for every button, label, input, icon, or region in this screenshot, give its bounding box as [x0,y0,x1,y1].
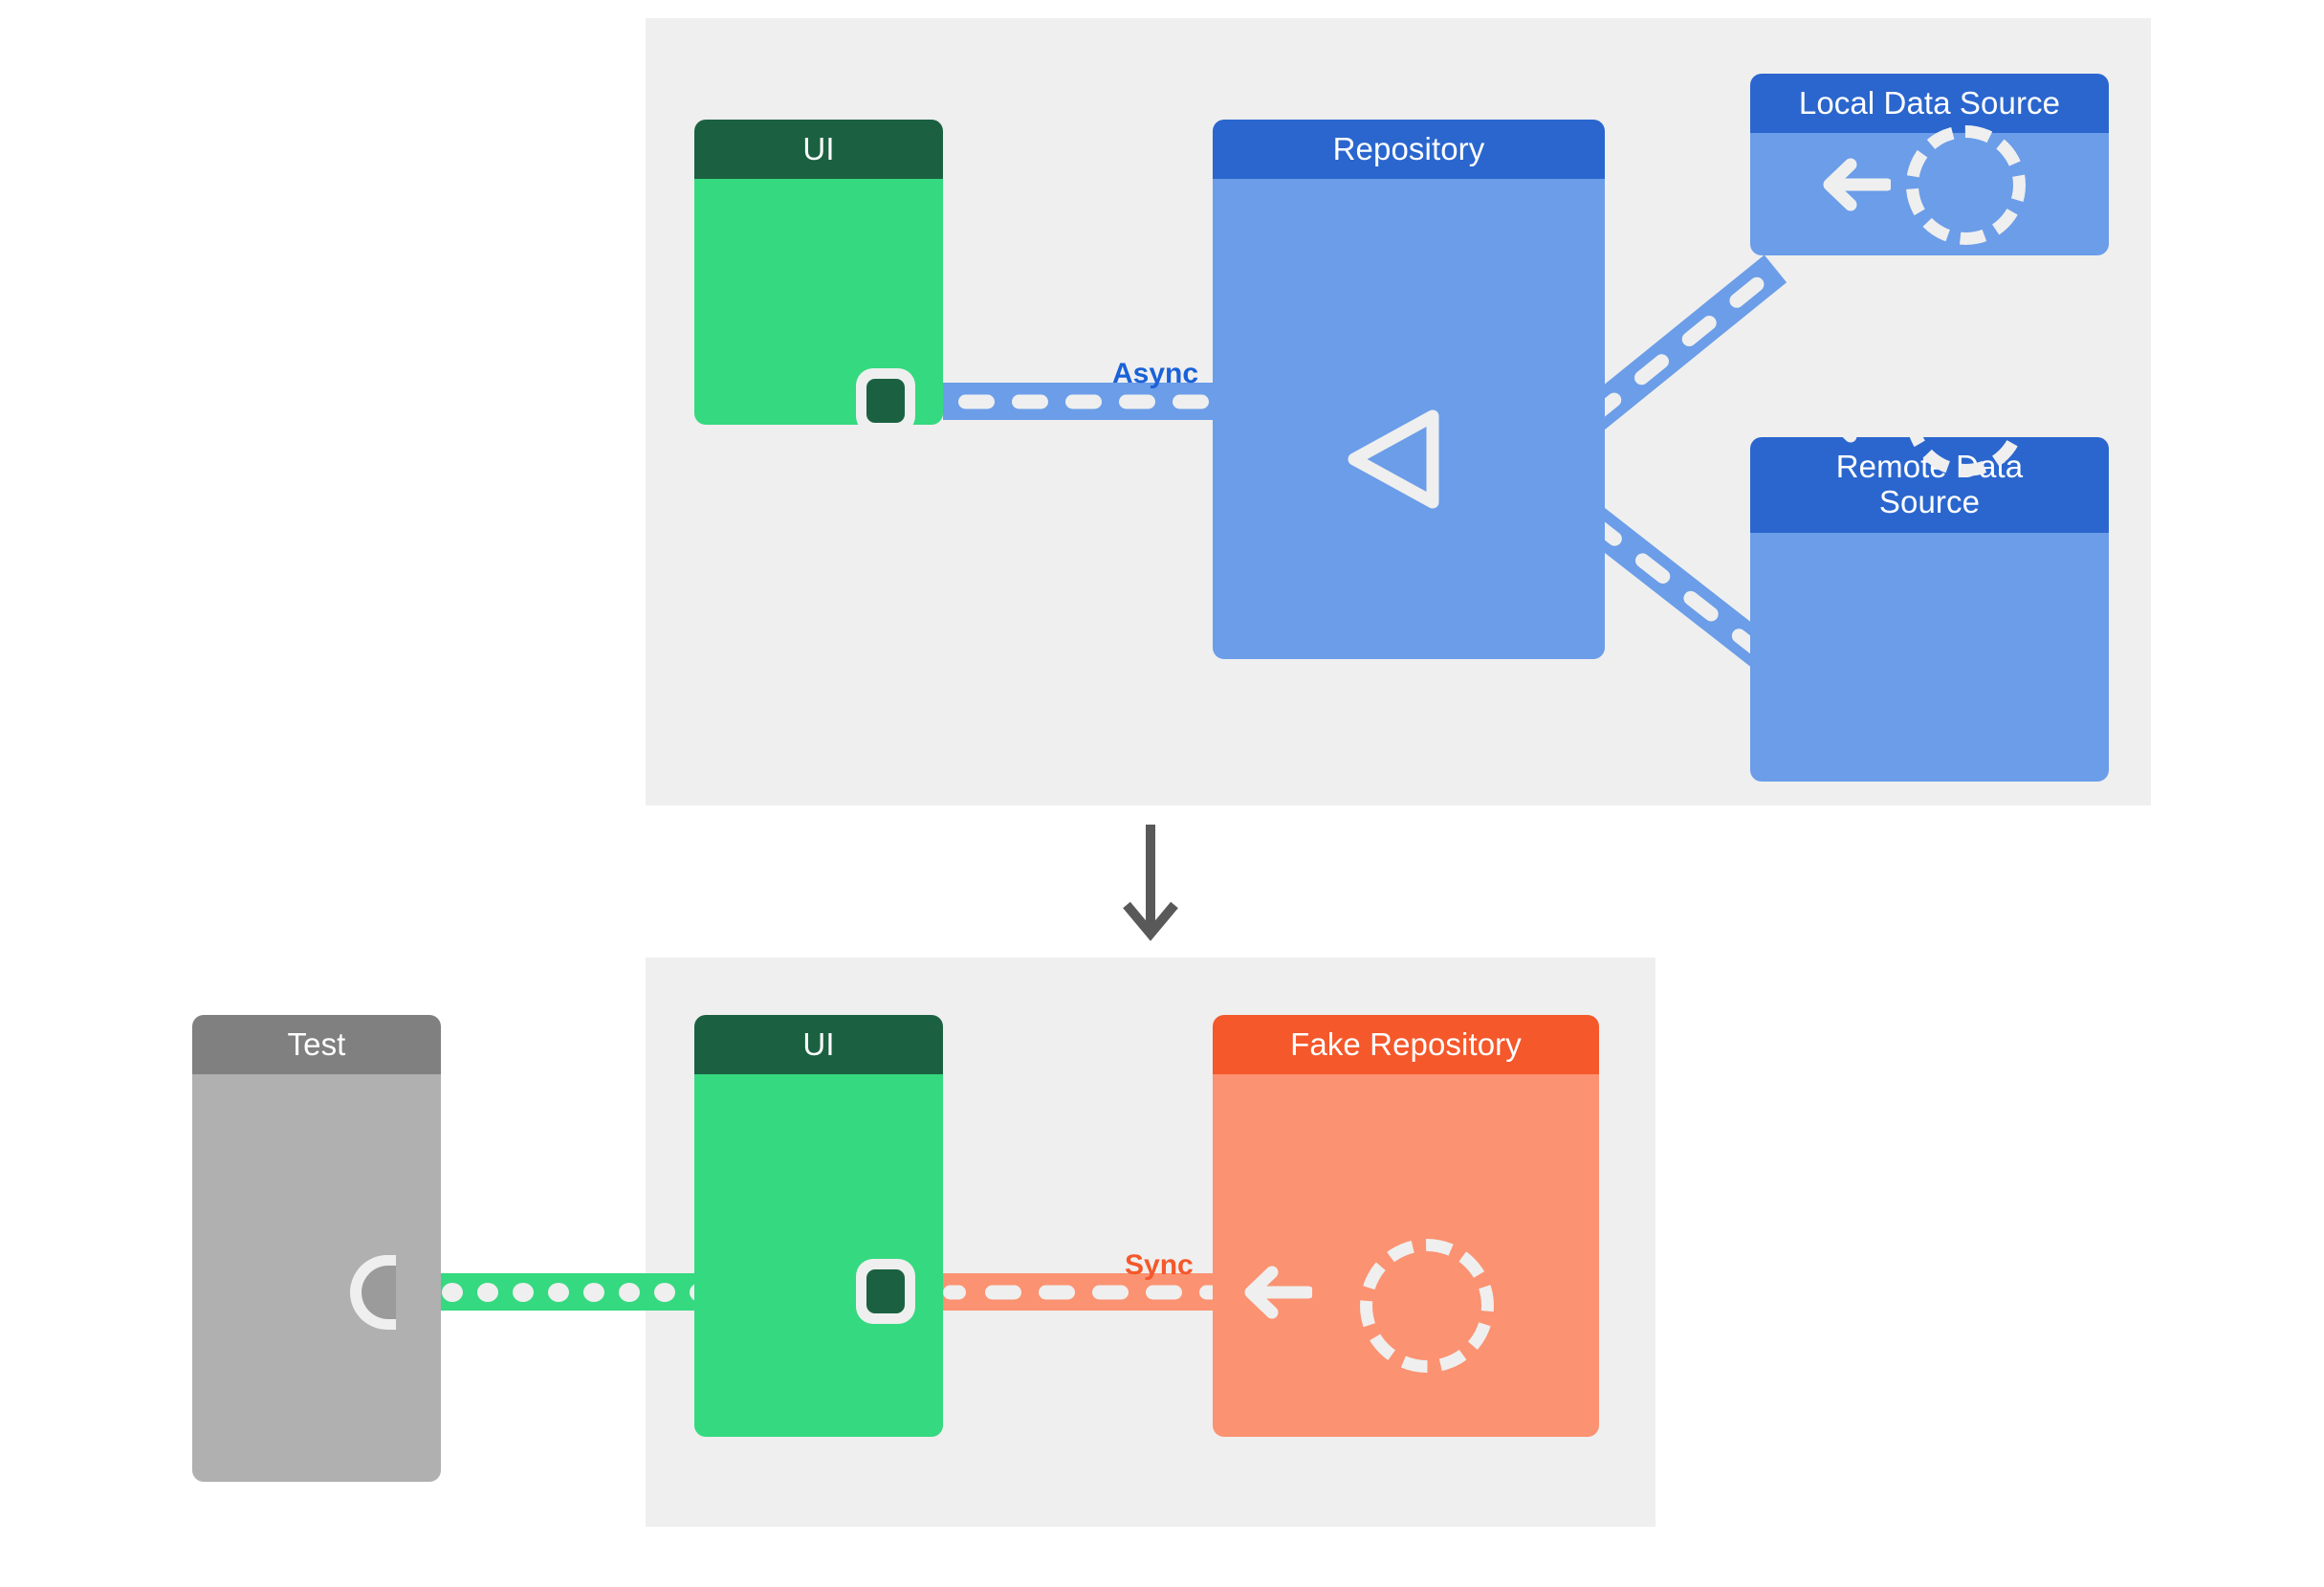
provided-interface-plug-icon [856,1259,915,1324]
component-ui-test[interactable]: UI [694,1015,943,1437]
component-title-line-2: Source [1878,484,1981,519]
provided-interface-plug-icon [856,368,915,433]
arrow-left-icon [1823,158,1891,211]
dashed-circle-icon [1360,1239,1494,1373]
connector-ui-repository-async [943,383,1249,420]
dash-track [943,394,1249,408]
component-test[interactable]: Test [192,1015,441,1482]
component-repository[interactable]: Repository [1213,120,1605,659]
edge-label-sync: Sync [1125,1249,1194,1281]
component-title: Fake Repository [1213,1015,1599,1074]
dashed-circle-icon [1906,357,2026,476]
component-body [1213,179,1605,659]
component-title: UI [694,1015,943,1074]
component-remote-data-source[interactable]: Remote Data Source [1750,437,2109,782]
connector-fake-repository-ui-sync [943,1273,1249,1311]
component-title: Repository [1213,120,1605,179]
merge-triangle-icon [1348,409,1439,509]
component-body [1750,533,2109,782]
component-fake-repository[interactable]: Fake Repository [1213,1015,1599,1437]
component-title: Test [192,1015,441,1074]
component-title: Local Data Source [1750,74,2109,133]
arrow-left-icon [1823,389,1891,443]
arrow-down-icon [1123,825,1178,941]
edge-label-async: Async [1112,358,1199,389]
arrow-left-icon [1244,1266,1312,1319]
dash-track [943,1285,1249,1299]
dashed-circle-icon [1906,125,2026,245]
component-body [694,1074,943,1437]
component-local-data-source[interactable]: Local Data Source [1750,74,2109,255]
component-title: UI [694,120,943,179]
component-body [192,1074,441,1482]
